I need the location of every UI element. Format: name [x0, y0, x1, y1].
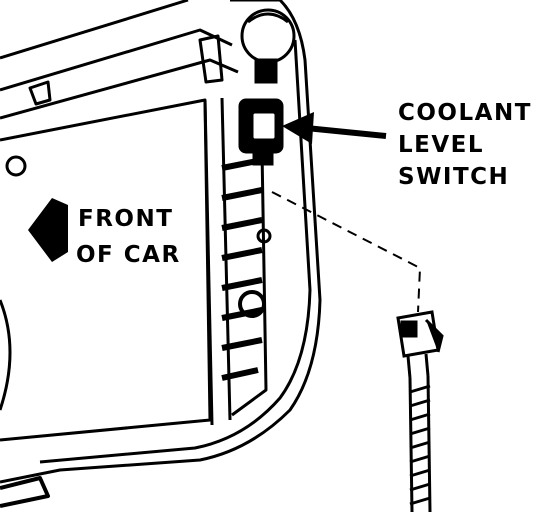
- reservoir-top-edge: [0, 0, 189, 60]
- coolant-label-line2: LEVEL: [398, 132, 484, 158]
- coolant-label-line1: COOLANT: [398, 100, 532, 126]
- tank-assembly: [0, 0, 322, 508]
- front-label-line1: FRONT: [78, 206, 173, 232]
- coolant-label-line3: SWITCH: [398, 164, 509, 190]
- core-left-edge: [203, 99, 214, 426]
- fin-screw-upper: [256, 228, 272, 244]
- coolant-level-switch: [238, 98, 284, 166]
- fin-screw-lower: [238, 290, 266, 318]
- panel-right-inner: [39, 39, 312, 464]
- front-direction-arrow: [28, 198, 68, 262]
- reservoir-body: [0, 98, 212, 442]
- harness-connector: [396, 310, 444, 379]
- top-clip-left: [28, 80, 52, 106]
- panel-right-edge: [0, 0, 322, 484]
- front-label-line2: OF CAR: [76, 242, 181, 268]
- top-clip-right: [198, 34, 224, 84]
- radiator-fins: [221, 157, 263, 381]
- switch-pointer-arrow: [282, 112, 387, 144]
- reservoir-ledge: [0, 58, 239, 120]
- filler-cap: [240, 8, 296, 84]
- side-bolt: [5, 155, 27, 177]
- leader-line: [271, 191, 422, 313]
- reservoir-top-edge-inner: [0, 28, 233, 92]
- wiring-harness: [408, 375, 432, 512]
- bottom-bracket: [0, 476, 50, 508]
- reservoir-inner-line: [0, 299, 12, 411]
